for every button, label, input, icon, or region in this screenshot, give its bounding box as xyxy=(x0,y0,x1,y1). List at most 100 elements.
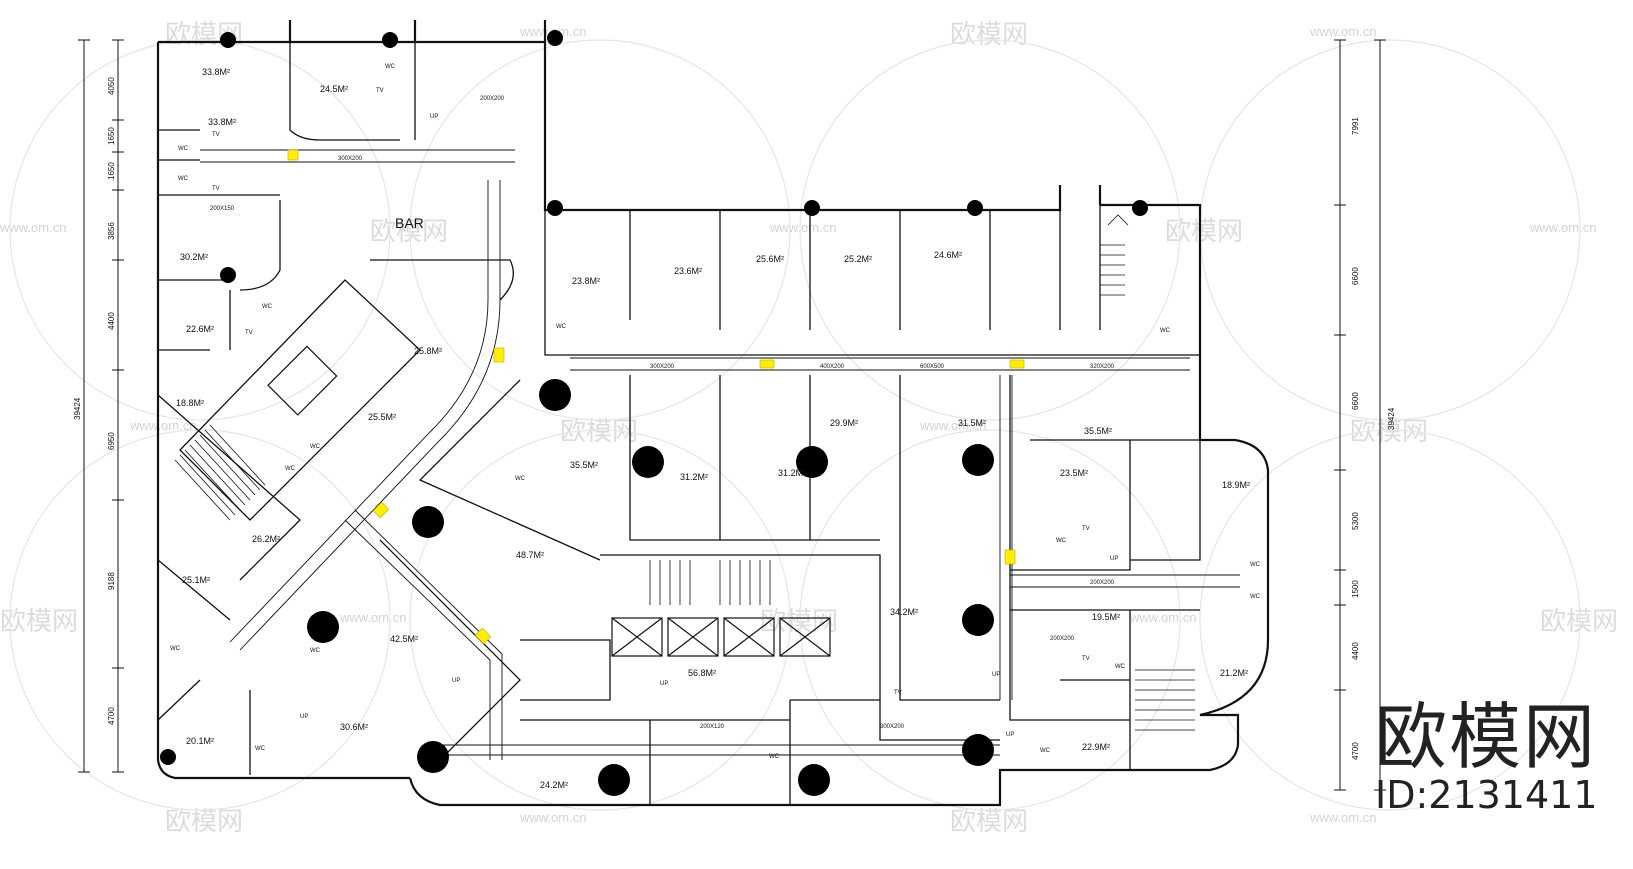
watermark-url: www.om.cn xyxy=(0,220,66,235)
watermark-url: www.om.cn xyxy=(1129,610,1196,625)
duct-size-label: 400X200 xyxy=(820,364,845,370)
structural-columns xyxy=(160,30,1148,796)
brand-id: ID:2131411 xyxy=(1375,773,1598,817)
wc-label: WC xyxy=(515,476,526,482)
dim-label: 6600 xyxy=(1351,392,1360,410)
wc-label: WC xyxy=(769,754,780,760)
left-dimension-line xyxy=(78,39,124,773)
duct-size-label: 300X200 xyxy=(338,156,363,162)
room-area-labels: 33.8M² 24.5M² 33.8M² 30.2M² 22.6M² 18.8M… xyxy=(176,67,1250,790)
watermark-url: www.om.cn xyxy=(129,418,196,433)
room-area-label: 33.8M² xyxy=(208,117,236,127)
wc-label: WC xyxy=(1250,594,1261,600)
up-label: UP xyxy=(452,678,460,684)
watermark-url: www.om.cn xyxy=(1309,810,1376,825)
dim-label: 3856 xyxy=(107,222,116,240)
brand-name: 欧模网 xyxy=(1375,695,1598,779)
wc-label: WC xyxy=(262,304,273,310)
watermark-logo: 欧模网 xyxy=(1540,607,1618,637)
duct-size-label: 300X200 xyxy=(880,724,905,730)
dim-label: 5300 xyxy=(1351,512,1360,530)
dim-label: 1500 xyxy=(1351,580,1360,598)
watermark-url: www.om.cn xyxy=(919,418,986,433)
wc-label: WC xyxy=(178,146,189,152)
room-area-label: 24.5M² xyxy=(320,84,348,94)
room-area-label: 22.9M² xyxy=(1082,742,1110,752)
watermark-url: www.om.cn xyxy=(1309,24,1376,39)
room-area-label: 24.2M² xyxy=(540,780,568,790)
room-area-label: 18.9M² xyxy=(1222,480,1250,490)
room-area-label: 19.5M² xyxy=(1092,612,1120,622)
room-area-label: 29.9M² xyxy=(830,418,858,428)
up-label: UP xyxy=(1006,732,1014,738)
duct-size-label: 200X200 xyxy=(1050,636,1075,642)
dim-label: 6600 xyxy=(1351,267,1360,285)
room-area-label: 56.8M² xyxy=(688,668,716,678)
watermark-url: www.om.cn xyxy=(1529,220,1596,235)
watermark-layer: 欧模网 www.om.cn 欧模网 www.om.cn www.om.cn 欧模… xyxy=(0,20,1618,837)
right-dimension-labels: 7991 6600 6600 5300 1500 4400 4700 39424 xyxy=(1351,117,1396,760)
room-area-label: 31.2M² xyxy=(778,468,806,478)
left-dimension-labels: 4050 1650 1650 3856 4400 6950 9188 4700 … xyxy=(73,77,116,725)
room-area-label: 31.5M² xyxy=(958,418,986,428)
up-label: UP xyxy=(660,681,668,687)
tv-label: TV xyxy=(212,132,220,138)
tv-label: TV xyxy=(1082,656,1090,662)
watermark-logo: 欧模网 xyxy=(950,807,1028,837)
room-area-label: 23.5M² xyxy=(1060,468,1088,478)
dim-label: 7991 xyxy=(1351,117,1360,135)
right-dimension-line xyxy=(1334,39,1386,791)
elevator-cores xyxy=(267,345,831,657)
room-area-label: 35.5M² xyxy=(1084,426,1112,436)
wc-label: WC xyxy=(1056,538,1067,544)
duct-size-label: 200X120 xyxy=(700,724,725,730)
room-area-label: 35.5M² xyxy=(570,460,598,470)
duct-size-label: 200X200 xyxy=(1090,580,1115,586)
brand-stamp: 欧模网 ID:2131411 xyxy=(1375,700,1598,816)
wc-label: WC xyxy=(170,646,181,652)
wc-label: WC xyxy=(556,324,567,330)
dim-label: 4050 xyxy=(107,77,116,95)
duct-size-label: 600X500 xyxy=(920,364,945,370)
room-area-label: 31.2M² xyxy=(680,472,708,482)
watermark-logo: 欧模网 xyxy=(950,20,1028,50)
dim-label: 4400 xyxy=(107,312,116,330)
room-area-label: 34.2M² xyxy=(890,607,918,617)
room-area-label: 23.6M² xyxy=(674,266,702,276)
room-area-label: 25.5M² xyxy=(368,412,396,422)
watermark-logo: 欧模网 xyxy=(1165,217,1243,247)
watermark-logo: 欧模网 xyxy=(370,217,448,247)
fixture-labels: WC WC WC WC WC WC WC WC WC WC WC WC WC W… xyxy=(170,64,1261,760)
tv-label: TV xyxy=(245,330,253,336)
duct-size-label: 200X150 xyxy=(210,206,235,212)
room-area-label: 42.5M² xyxy=(390,634,418,644)
wc-label: WC xyxy=(255,746,266,752)
dim-label: 4700 xyxy=(1351,742,1360,760)
duct-size-label: 300X200 xyxy=(650,364,675,370)
dim-label: 1650 xyxy=(107,162,116,180)
watermark-logo: 欧模网 xyxy=(0,607,78,637)
wc-label: WC xyxy=(1250,562,1261,568)
wc-label: WC xyxy=(178,176,189,182)
watermark-logo: 欧模网 xyxy=(165,807,243,837)
air-ducts xyxy=(200,149,1240,760)
duct-size-label: 320X200 xyxy=(1090,364,1115,370)
room-area-label: 22.6M² xyxy=(186,324,214,334)
room-area-label: 20.1M² xyxy=(186,736,214,746)
tv-label: TV xyxy=(212,186,220,192)
dim-total: 39424 xyxy=(1387,407,1396,430)
up-label: UP xyxy=(430,114,438,120)
room-area-label: 48.7M² xyxy=(516,550,544,560)
dim-label: 4400 xyxy=(1351,642,1360,660)
duct-size-label: 200X200 xyxy=(480,96,505,102)
dim-label: 6950 xyxy=(107,432,116,450)
tv-label: TV xyxy=(376,88,384,94)
dim-label: 1650 xyxy=(107,127,116,145)
dim-total: 39424 xyxy=(73,397,82,420)
wc-label: WC xyxy=(1160,328,1171,334)
wc-label: WC xyxy=(285,466,296,472)
dim-label: 4700 xyxy=(107,707,116,725)
room-area-label: 33.8M² xyxy=(202,67,230,77)
stairs xyxy=(174,214,1195,731)
room-area-label: 24.6M² xyxy=(934,250,962,260)
